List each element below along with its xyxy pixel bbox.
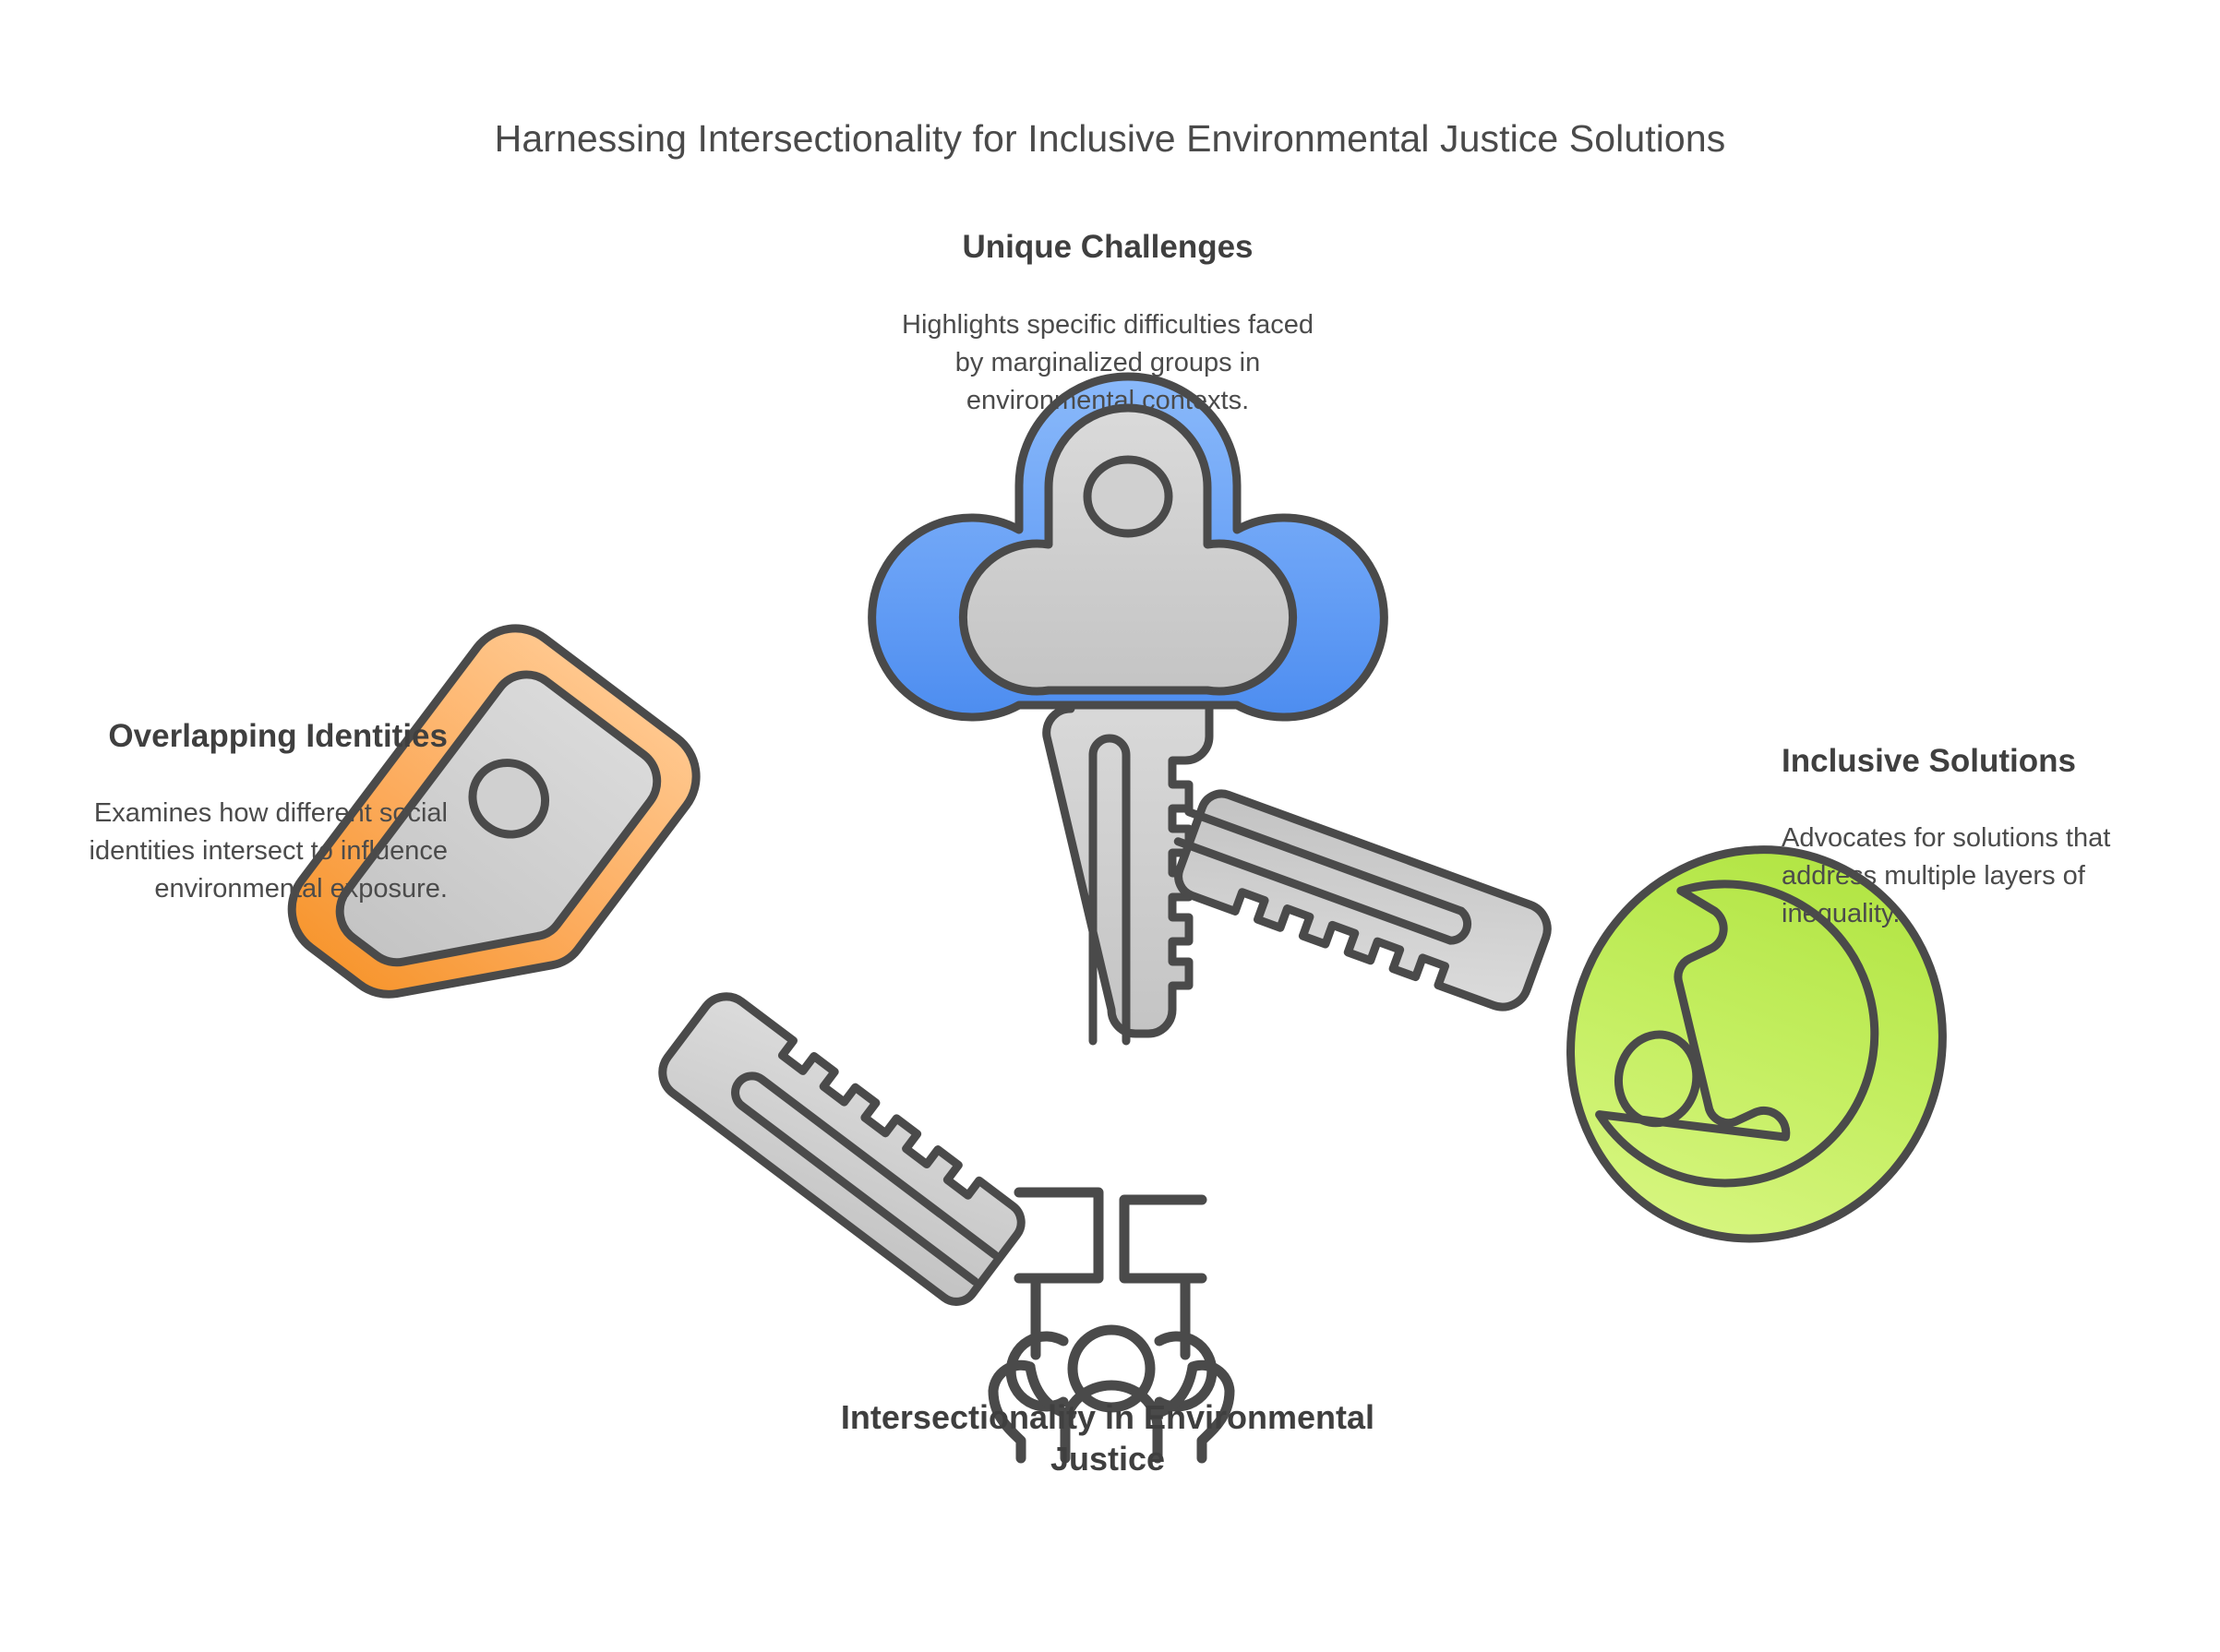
node-heading-inclusive-solutions: Inclusive Solutions [1782,743,2076,779]
node-body-overlapping-identities: Examines how different social identities… [89,797,449,904]
node-heading-overlapping-identities: Overlapping Identities [108,718,448,754]
center-node-label: Intersectionality in Environmental Justi… [840,1398,1375,1478]
node-inclusive-solutions: Inclusive Solutions Advocates for soluti… [1782,743,2206,933]
page-title: Harnessing Intersectionality for Inclusi… [494,117,1726,160]
node-heading-unique-challenges: Unique Challenges [962,229,1254,265]
node-unique-challenges: Unique Challenges Highlights specific di… [891,229,1325,420]
center-node-label-group: Intersectionality in Environmental Justi… [831,1396,1385,1479]
node-overlapping-identities: Overlapping Identities Examines how diff… [18,718,449,908]
node-body-unique-challenges: Highlights specific difficulties faced b… [902,309,1314,416]
node-body-inclusive-solutions: Advocates for solutions that address mul… [1782,822,2111,929]
key-icon-unique-challenges [868,372,1388,1046]
